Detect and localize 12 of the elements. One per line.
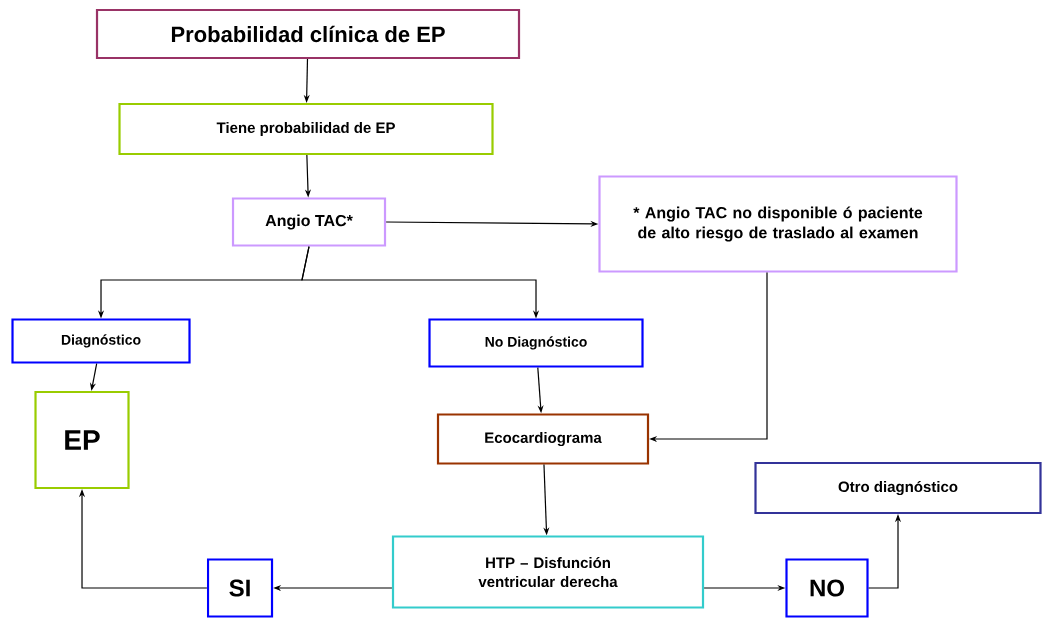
process-box: Ecocardiograma [436, 413, 650, 465]
process-box: HTP – Disfunción ventricular derecha [391, 535, 705, 609]
process-box: Otro diagnóstico [754, 461, 1042, 515]
answer-box: SI [206, 558, 274, 618]
process-box: * Angio TAC no disponible ó paciente de alto riesgo de traslado al examen [598, 175, 958, 273]
process-box: Angio TAC* [231, 197, 387, 247]
process-box: No Diagnóstico [428, 318, 644, 368]
answer-box: NO [785, 558, 869, 618]
process-box: Tiene probabilidad de EP [118, 102, 494, 156]
result-box: EP [34, 390, 130, 490]
process-box: Diagnóstico [11, 318, 191, 364]
title-box: Probabilidad clínica de EP [95, 8, 521, 60]
